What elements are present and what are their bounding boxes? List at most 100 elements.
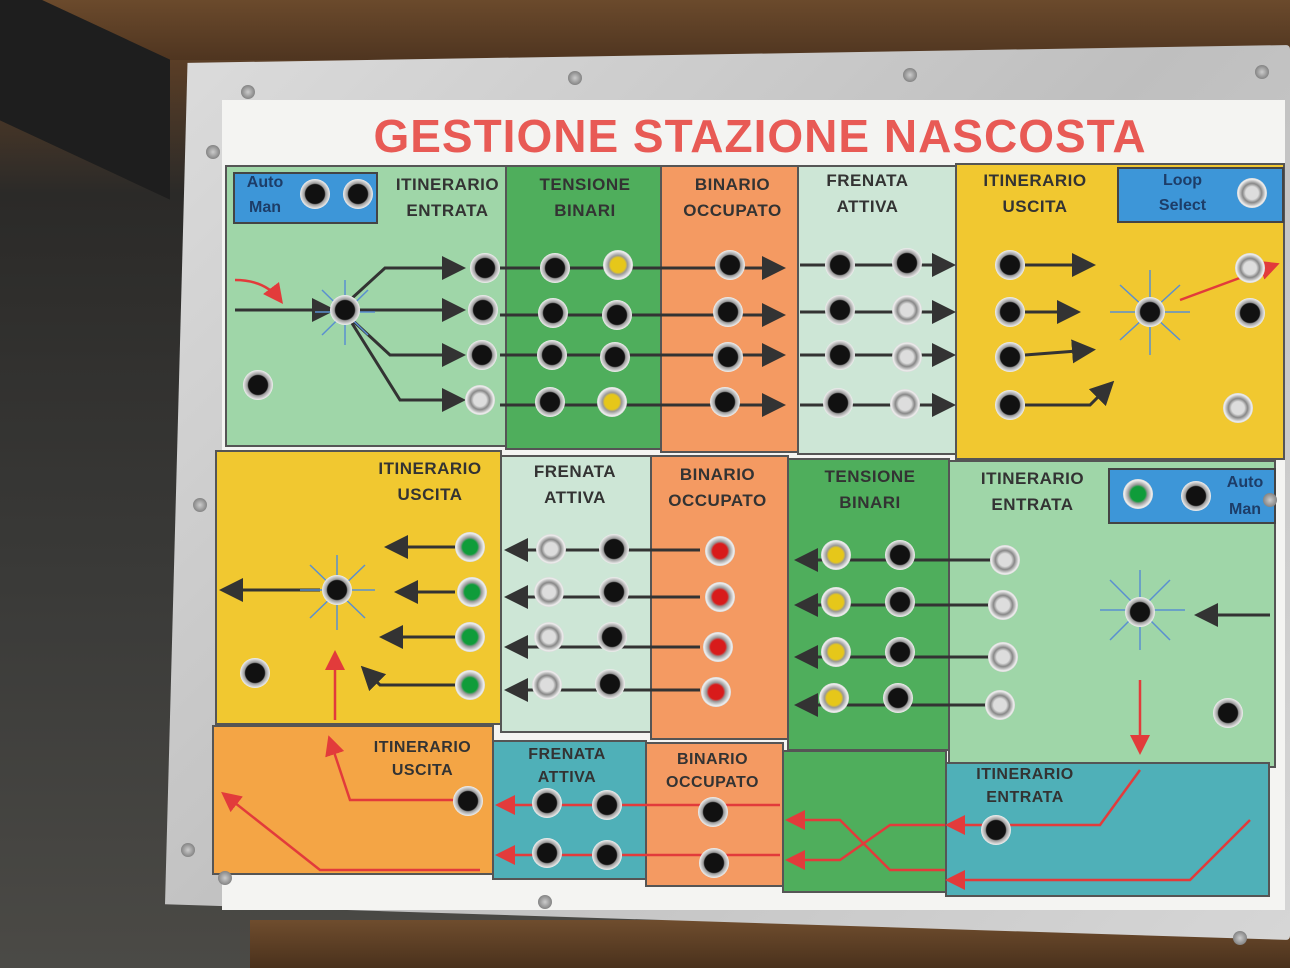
metal-indicator-lamp[interactable] (465, 385, 495, 415)
metal-indicator-lamp[interactable] (534, 622, 564, 652)
push-button[interactable] (892, 248, 922, 278)
junction-lamp[interactable] (322, 575, 352, 605)
metal-indicator-lamp[interactable] (990, 545, 1020, 575)
metal-indicator-lamp[interactable] (985, 690, 1015, 720)
label-line: USCITA (397, 485, 463, 504)
label-line: BINARIO (679, 465, 756, 484)
label-line: OCCUPATO (668, 491, 767, 510)
push-button[interactable] (535, 387, 565, 417)
push-button[interactable] (595, 669, 625, 699)
push-button[interactable] (995, 390, 1025, 420)
junction-lamp[interactable] (1135, 297, 1165, 327)
push-button[interactable] (699, 848, 729, 878)
red-indicator-lamp (703, 632, 733, 662)
screw-icon (903, 68, 917, 82)
green-indicator-lamp (455, 670, 485, 700)
push-button[interactable] (600, 342, 630, 372)
push-button[interactable] (468, 295, 498, 325)
metal-indicator-lamp[interactable] (532, 670, 562, 700)
green-indicator-lamp (455, 532, 485, 562)
label-line: BINARIO (676, 751, 749, 768)
push-button[interactable] (823, 388, 853, 418)
push-button[interactable] (540, 253, 570, 283)
label-line: FRENATA (826, 171, 909, 190)
metal-indicator-lamp[interactable] (890, 389, 920, 419)
push-button[interactable] (981, 815, 1011, 845)
screw-icon (538, 895, 552, 909)
metal-indicator-lamp[interactable] (536, 534, 566, 564)
metal-indicator-lamp[interactable] (988, 590, 1018, 620)
push-button[interactable] (453, 786, 483, 816)
push-button[interactable] (592, 790, 622, 820)
push-button[interactable] (883, 683, 913, 713)
panel-switch[interactable] (243, 370, 273, 400)
red-indicator-lamp (705, 582, 735, 612)
yellow-indicator-lamp (819, 683, 849, 713)
push-button[interactable] (470, 253, 500, 283)
junction-lamp[interactable] (330, 295, 360, 325)
junction-lamp[interactable] (1125, 597, 1155, 627)
push-button[interactable] (825, 250, 855, 280)
panel-switch[interactable] (1213, 698, 1243, 728)
label-line: ENTRATA (991, 495, 1074, 514)
push-button[interactable] (715, 250, 745, 280)
label-line: ITINERARIO (378, 459, 482, 478)
push-button[interactable] (885, 587, 915, 617)
panel-switch[interactable] (240, 658, 270, 688)
loop-select-switch[interactable] (1237, 178, 1267, 208)
screw-icon (206, 145, 220, 159)
push-button[interactable] (537, 340, 567, 370)
push-button[interactable] (467, 340, 497, 370)
push-button[interactable] (1235, 298, 1265, 328)
red-indicator-lamp (705, 536, 735, 566)
push-button[interactable] (713, 342, 743, 372)
label-line: BINARIO (694, 175, 771, 194)
push-button[interactable] (599, 577, 629, 607)
push-button[interactable] (995, 342, 1025, 372)
push-button[interactable] (885, 637, 915, 667)
push-button[interactable] (825, 295, 855, 325)
push-button[interactable] (710, 387, 740, 417)
metal-indicator-lamp[interactable] (1235, 253, 1265, 283)
push-button[interactable] (599, 534, 629, 564)
metal-indicator-lamp[interactable] (988, 642, 1018, 672)
push-button[interactable] (602, 300, 632, 330)
push-button[interactable] (698, 797, 728, 827)
push-button[interactable] (538, 298, 568, 328)
label-line: TENSIONE (824, 467, 916, 486)
label-line: ITINERARIO (395, 175, 500, 194)
push-button[interactable] (885, 540, 915, 570)
label-line: ITINERARIO (983, 171, 1087, 190)
push-button[interactable] (532, 788, 562, 818)
label-line: FRENATA (533, 462, 617, 481)
push-button[interactable] (713, 297, 743, 327)
push-button[interactable] (592, 840, 622, 870)
panel-title: GESTIONE STAZIONE NASCOSTA (373, 110, 1147, 162)
metal-indicator-lamp[interactable] (534, 577, 564, 607)
metal-indicator-lamp[interactable] (892, 342, 922, 372)
panel-switch[interactable] (1223, 393, 1253, 423)
push-button[interactable] (532, 838, 562, 868)
label-line: USCITA (391, 762, 454, 779)
auto-switch[interactable] (300, 179, 330, 209)
man-switch[interactable] (343, 179, 373, 209)
auto-label: Auto (1226, 474, 1264, 491)
metal-indicator-lamp[interactable] (892, 295, 922, 325)
push-button[interactable] (995, 297, 1025, 327)
track-lines-row1 (235, 253, 1115, 417)
push-button[interactable] (825, 340, 855, 370)
push-button[interactable] (995, 250, 1025, 280)
label-line: Loop (1162, 172, 1203, 189)
man-switch[interactable] (1181, 481, 1211, 511)
yellow-indicator-lamp (821, 637, 851, 667)
push-button[interactable] (597, 622, 627, 652)
